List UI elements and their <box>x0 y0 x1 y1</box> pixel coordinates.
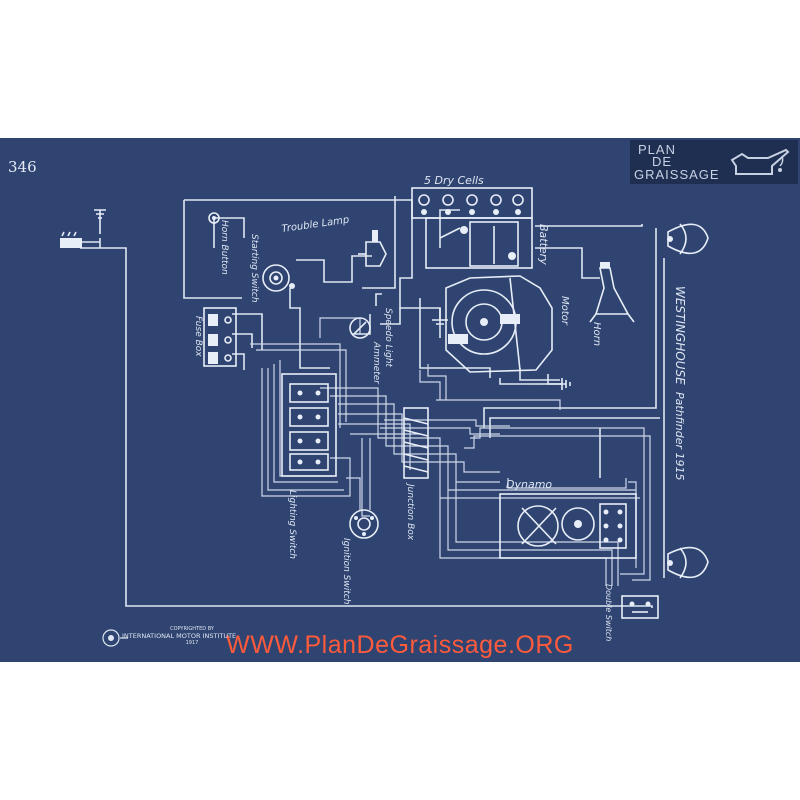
label-ignition-switch: Ignition Switch <box>341 538 351 605</box>
wiring-diagram: 5 Dry Cells Battery Trouble Lamp Startin… <box>60 174 709 641</box>
blueprint-sheet: 5 Dry Cells Battery Trouble Lamp Startin… <box>0 138 800 662</box>
label-ammeter: Ammeter <box>371 341 381 385</box>
oil-can-icon <box>730 148 790 175</box>
label-make: WESTINGHOUSE <box>673 286 687 385</box>
website-watermark: WWW.PlanDeGraissage.ORG <box>226 631 574 659</box>
wiring-lines <box>76 196 665 608</box>
seal-line-2: INTERNATIONAL MOTOR INSTITUTE <box>122 632 237 640</box>
headlamp-top-right <box>667 223 709 255</box>
label-motor: Motor <box>559 296 570 326</box>
label-double-switch: Double Switch <box>604 584 613 641</box>
logo-line-1: PLAN <box>638 142 676 157</box>
seal-emblem <box>102 629 128 647</box>
left-headlamp-plug <box>60 209 106 248</box>
logo-line-2: DE <box>652 154 673 169</box>
lighting-switch-block <box>281 373 337 477</box>
label-trouble-lamp: Trouble Lamp <box>281 215 350 235</box>
label-starting-switch: Starting Switch <box>249 234 259 303</box>
horn-button <box>208 212 220 224</box>
label-dry-cells: 5 Dry Cells <box>424 174 484 187</box>
trouble-lamp <box>358 230 387 267</box>
label-lighting-switch: Lighting Switch <box>287 490 297 559</box>
dynamo <box>499 493 637 559</box>
label-dynamo: Dynamo <box>506 478 552 491</box>
label-model-year: Pathfinder 1915 <box>673 392 686 481</box>
seal-line-3: 1917 <box>185 640 199 646</box>
horn <box>589 262 635 323</box>
ammeter <box>349 317 371 339</box>
label-horn-button: Horn Button <box>219 220 229 275</box>
label-junction-box: Junction Box <box>405 482 415 541</box>
motor <box>445 275 553 373</box>
battery <box>425 217 533 325</box>
dry-cells <box>411 187 533 219</box>
label-speedo-light: Speedo Light <box>383 308 393 368</box>
starting-switch <box>262 264 295 292</box>
ground-symbol <box>530 378 571 390</box>
fuse-box <box>203 307 237 367</box>
page-number: 346 <box>8 158 37 176</box>
label-battery: Battery <box>537 224 550 265</box>
ignition-switch <box>349 509 379 539</box>
label-horn: Horn <box>591 322 602 346</box>
plan-de-graissage-logo: PLAN DE GRAISSAGE <box>630 140 798 184</box>
label-fuse-box: Fuse Box <box>193 316 203 357</box>
seal-line-1: COPYRIGHTED BY <box>170 626 214 632</box>
junction-box <box>403 407 429 479</box>
logo-line-3: GRAISSAGE <box>634 167 720 182</box>
double-switch <box>621 595 659 619</box>
headlamp-bottom-right <box>667 546 709 579</box>
